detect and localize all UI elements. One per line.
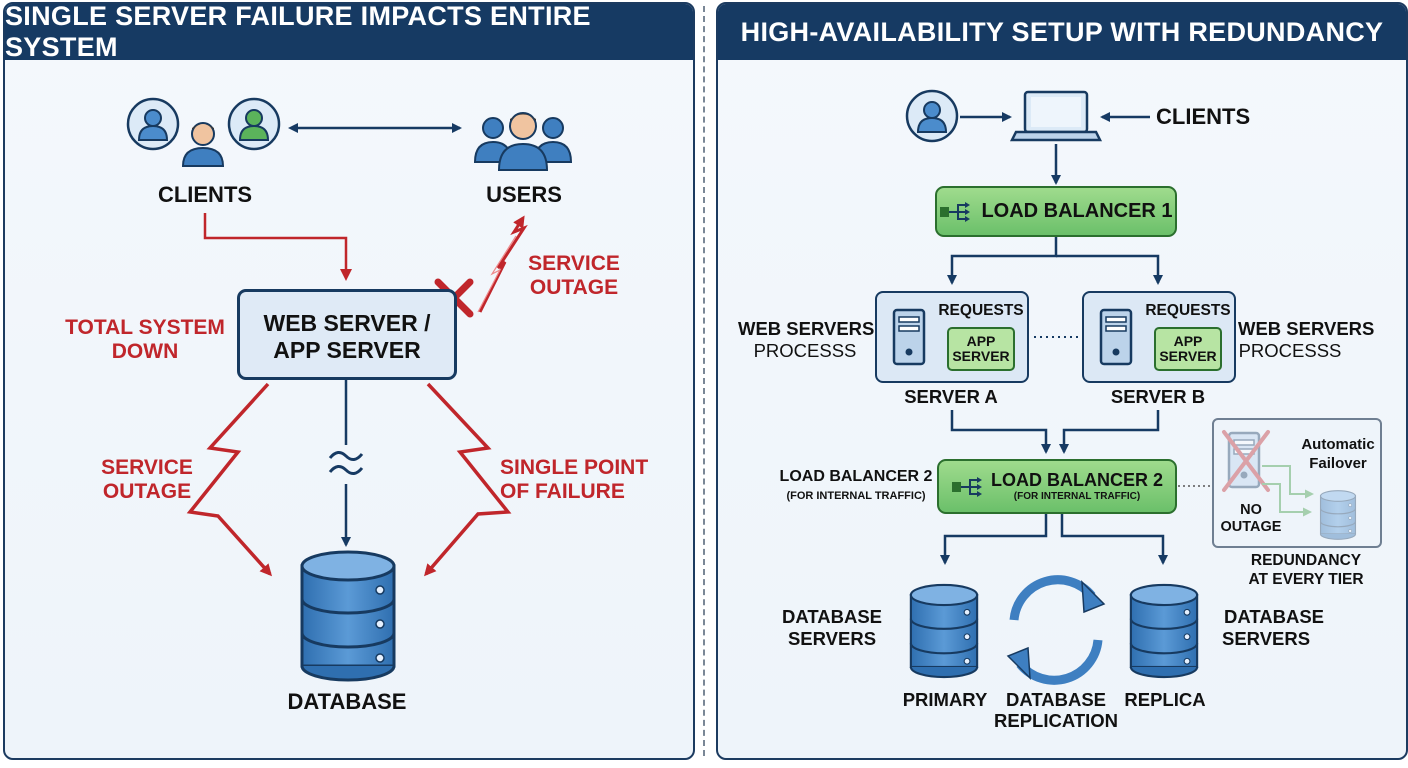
app-chip-a-line1: APP xyxy=(966,333,996,349)
server-b-box: REQUESTS APP SERVER xyxy=(1082,291,1236,383)
clients-icon-group xyxy=(126,97,281,167)
automatic-failover-line2: Failover xyxy=(1309,455,1367,472)
replication-cycle-icon xyxy=(1006,575,1106,685)
left-outage-bolt xyxy=(186,382,273,577)
client-avatar-icon-right xyxy=(905,89,959,143)
total-system-down-line1: TOTAL SYSTEM xyxy=(65,316,225,339)
database-label: DATABASE xyxy=(287,689,407,714)
requests-label-b: REQUESTS xyxy=(1145,302,1231,319)
server-label-line1: WEB SERVER / xyxy=(263,310,431,336)
database-icon xyxy=(300,550,396,682)
replication-line1: DATABASE xyxy=(1005,689,1107,710)
clients-label: CLIENTS xyxy=(157,182,253,207)
load-balancer-1: LOAD BALANCER 1 xyxy=(935,186,1177,237)
lb2-to-replica-arrow xyxy=(1060,514,1168,565)
web-app-server-box: WEB SERVER / APP SERVER xyxy=(237,289,457,380)
outage-bolt-to-users xyxy=(478,215,528,313)
server-label-line2: APP SERVER xyxy=(273,337,421,363)
clients-label-right: CLIENTS xyxy=(1156,104,1251,129)
server-a-label: SERVER A xyxy=(904,386,998,407)
laptop-icon xyxy=(1009,90,1103,142)
server-b-label: SERVER B xyxy=(1110,386,1206,407)
server-a-to-lb2-arrow xyxy=(950,410,1051,454)
db-servers-left-line2: SERVERS xyxy=(787,628,877,649)
client-avatar-green-icon xyxy=(227,97,281,151)
lb2-side-label: LOAD BALANCER 2 xyxy=(779,468,933,485)
lb1-to-server-a-arrow xyxy=(947,237,1058,285)
web-servers-right-line1: WEB SERVERS xyxy=(1238,318,1375,339)
load-balancer-1-label: LOAD BALANCER 1 xyxy=(981,200,1173,222)
right-panel-title: HIGH-AVAILABILITY SETUP WITH REDUNDANCY xyxy=(718,4,1406,60)
automatic-failover-line1: Automatic xyxy=(1301,436,1375,453)
lb1-to-server-b-arrow xyxy=(1056,254,1163,285)
lb2-to-primary-arrow xyxy=(940,514,1048,565)
app-chip-b-line1: APP xyxy=(1173,333,1203,349)
db-servers-right-line2: SERVERS xyxy=(1222,628,1311,649)
no-outage-line2: OUTAGE xyxy=(1220,519,1282,535)
app-chip-b-line2: SERVER xyxy=(1159,347,1217,364)
web-servers-left-line2: PROCESSS xyxy=(753,340,857,361)
app-chip-a-line2: SERVER xyxy=(952,347,1010,364)
server-a-box: REQUESTS APP SERVER xyxy=(875,291,1029,383)
service-outage-left-line1: SERVICE xyxy=(101,456,193,479)
users-label: USERS xyxy=(486,182,562,207)
redundancy-line1: REDUNDANCY xyxy=(1250,552,1362,569)
service-outage-top-line2: OUTAGE xyxy=(529,276,619,299)
broken-connection-icon xyxy=(328,451,364,475)
service-outage-top-line1: SERVICE xyxy=(528,252,620,275)
single-point-failure-line1: SINGLE POINT xyxy=(500,456,649,479)
total-system-down-line2: DOWN xyxy=(111,340,179,363)
network-route-icon-2 xyxy=(950,475,983,498)
server-tower-icon xyxy=(892,308,926,366)
web-servers-left-line1: WEB SERVERS xyxy=(738,318,875,339)
redundancy-line2: AT EVERY TIER xyxy=(1248,571,1364,588)
client-avatar-icon xyxy=(126,97,180,151)
load-balancer-2: LOAD BALANCER 2 (FOR INTERNAL TRAFFIC) xyxy=(937,459,1177,514)
no-outage-line1: NO xyxy=(1240,502,1262,518)
primary-database-icon xyxy=(909,583,979,679)
network-route-icon xyxy=(939,200,972,223)
client-person-icon xyxy=(182,122,224,167)
app-server-chip-b: APP SERVER xyxy=(1154,327,1222,371)
lb2-side-sublabel: (FOR INTERNAL TRAFFIC) xyxy=(786,490,926,502)
load-balancer-2-label: LOAD BALANCER 2 xyxy=(990,470,1163,491)
replica-label: REPLICA xyxy=(1124,689,1206,710)
right-outage-bolt xyxy=(424,382,512,577)
clients-to-server-arrow xyxy=(203,213,352,281)
primary-label: PRIMARY xyxy=(902,689,988,710)
db-servers-left-line1: DATABASE xyxy=(781,606,883,627)
replication-line2: REPLICATION xyxy=(994,710,1119,731)
db-servers-right-line1: DATABASE xyxy=(1223,606,1325,627)
replica-database-icon xyxy=(1129,583,1199,679)
panel-divider xyxy=(703,6,705,756)
failover-callout: Automatic Failover NO OUTAGE xyxy=(1212,418,1382,548)
left-panel-title: SINGLE SERVER FAILURE IMPACTS ENTIRE SYS… xyxy=(5,4,693,62)
server-tower-icon-b xyxy=(1099,308,1133,366)
users-group-icon xyxy=(473,112,573,171)
single-point-failure-line2: OF FAILURE xyxy=(500,480,625,503)
requests-label-a: REQUESTS xyxy=(938,302,1024,319)
load-balancer-2-sublabel: (FOR INTERNAL TRAFFIC) xyxy=(1013,490,1141,502)
web-servers-right-line2: PROCESSS xyxy=(1238,340,1342,361)
service-outage-left-line2: OUTAGE xyxy=(102,480,192,503)
app-server-chip-a: APP SERVER xyxy=(947,327,1015,371)
server-b-to-lb2-arrow xyxy=(1059,410,1160,454)
